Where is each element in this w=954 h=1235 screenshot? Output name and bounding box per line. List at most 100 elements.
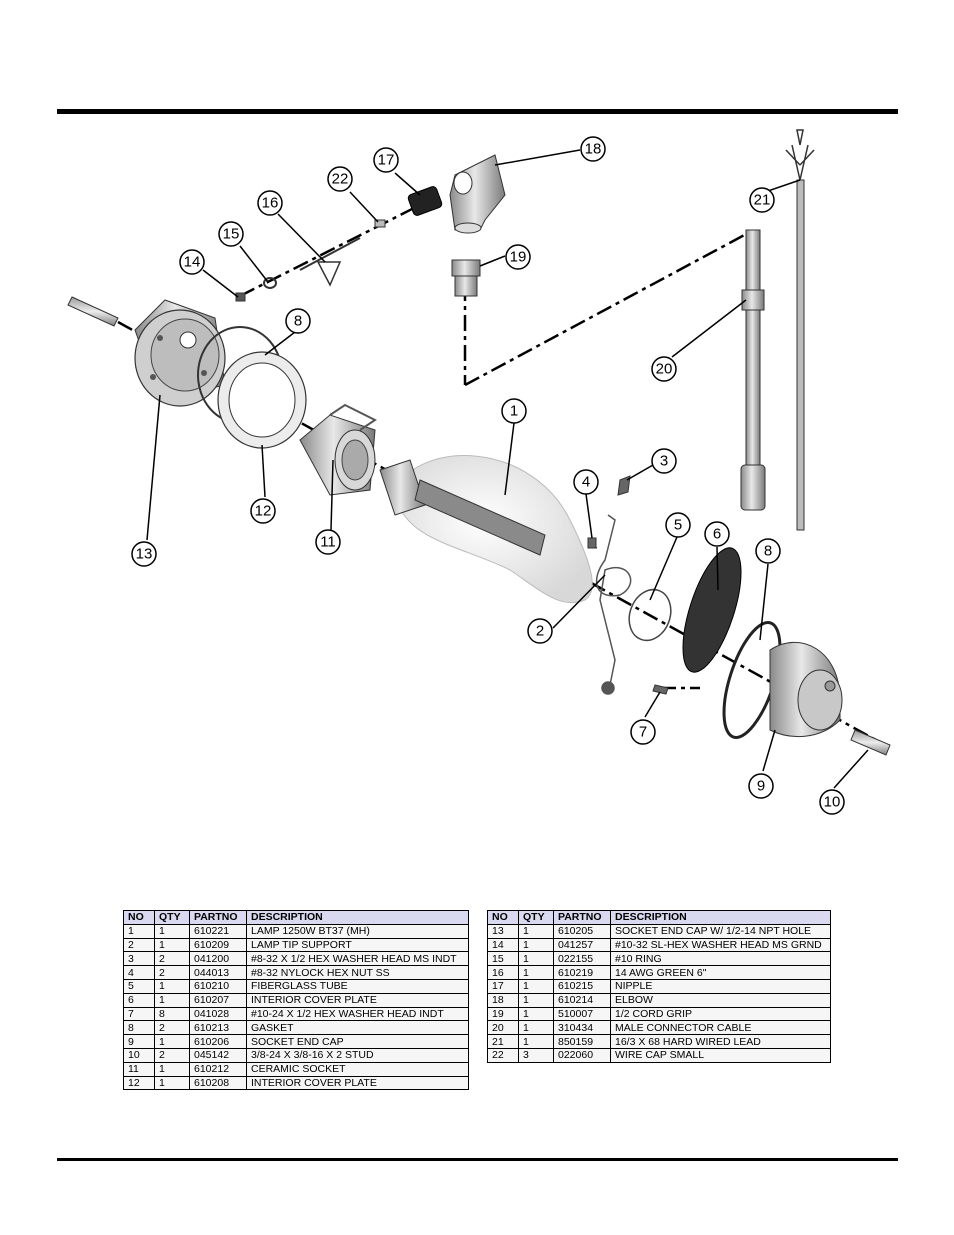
callout-16: 16 (262, 195, 279, 212)
callout-14: 14 (184, 254, 201, 271)
callout-circles (131, 136, 845, 815)
cell-description: 16/3 X 68 HARD WIRED LEAD (610, 1034, 831, 1049)
callout-22: 22 (332, 171, 349, 188)
cell-description: INTERIOR COVER PLATE (246, 1075, 469, 1091)
small-screws (587, 475, 669, 695)
cell-partno: 041028 (189, 1006, 247, 1022)
callout-6: 6 (713, 526, 721, 543)
callout-4: 4 (582, 474, 590, 491)
cell-partno: 045142 (189, 1047, 247, 1063)
cell-no: 1 (123, 923, 155, 939)
cell-qty: 1 (154, 1034, 190, 1049)
cell-qty: 1 (518, 1020, 554, 1036)
exploded-parts-diagram: 1 2 3 4 5 6 7 8 9 10 11 12 13 14 15 16 2… (67, 129, 891, 815)
cell-no: 5 (123, 978, 155, 994)
table-header-row: NO QTY PARTNO DESCRIPTION (487, 910, 831, 925)
callout-1: 1 (510, 403, 518, 420)
col-no: NO (487, 910, 519, 925)
cell-qty: 8 (154, 1006, 190, 1022)
cell-qty: 1 (518, 937, 554, 953)
cell-no: 7 (123, 1006, 155, 1022)
cell-no: 2 (123, 937, 155, 953)
hard-wired-lead (785, 129, 815, 531)
callout-3: 3 (660, 453, 668, 470)
fiberglass-ring (628, 588, 672, 642)
col-partno: PARTNO (189, 910, 247, 925)
col-no: NO (123, 910, 155, 925)
gasket-left (197, 326, 307, 449)
cell-no: 3 (123, 951, 155, 967)
cell-partno: 610205 (553, 923, 611, 939)
cell-partno: 850159 (553, 1034, 611, 1049)
cell-qty: 1 (154, 978, 190, 994)
cell-no: 20 (487, 1020, 519, 1036)
header-rule (57, 109, 898, 114)
cell-description: 3/8-24 X 3/8-16 X 2 STUD (246, 1047, 469, 1063)
leader-lines (146, 149, 869, 789)
lamp-bulb (379, 455, 593, 604)
cell-description: MALE CONNECTOR CABLE (610, 1020, 831, 1036)
cell-partno: 022060 (553, 1047, 611, 1063)
cell-description: SOCKET END CAP (246, 1034, 469, 1049)
cell-no: 18 (487, 992, 519, 1008)
stud-left (67, 296, 119, 327)
cell-qty: 1 (518, 951, 554, 967)
cell-no: 16 (487, 965, 519, 980)
callout-7: 7 (639, 724, 647, 741)
cell-partno: 310434 (553, 1020, 611, 1036)
cell-qty: 2 (154, 951, 190, 967)
cell-description: WIRE CAP SMALL (610, 1047, 831, 1063)
cell-partno: 022155 (553, 951, 611, 967)
callout-11: 11 (320, 534, 336, 551)
footer-rule (57, 1158, 898, 1161)
cell-partno: 044013 (189, 965, 247, 980)
callout-21: 21 (754, 192, 771, 209)
cell-partno: 041257 (553, 937, 611, 953)
cell-description: SOCKET END CAP W/ 1/2-14 NPT HOLE (610, 923, 831, 939)
cell-description: LAMP 1250W BT37 (MH) (246, 923, 469, 939)
cell-no: 22 (487, 1047, 519, 1063)
cell-no: 4 (123, 965, 155, 980)
cell-description: INTERIOR COVER PLATE (246, 992, 469, 1008)
cell-no: 21 (487, 1034, 519, 1049)
cell-description: #8-32 X 1/2 HEX WASHER HEAD MS INDT (246, 951, 469, 967)
col-qty: QTY (518, 910, 554, 925)
cell-description: 1/2 CORD GRIP (610, 1006, 831, 1022)
ceramic-socket (299, 403, 377, 496)
cell-no: 12 (123, 1075, 155, 1091)
cell-partno: 610219 (553, 965, 611, 980)
cell-description: #8-32 NYLOCK HEX NUT SS (246, 965, 469, 980)
cell-partno: 610214 (553, 992, 611, 1008)
cell-qty: 1 (518, 923, 554, 939)
cell-partno: 610207 (189, 992, 247, 1008)
cell-partno: 041200 (189, 951, 247, 967)
cell-qty: 1 (518, 978, 554, 994)
cell-qty: 2 (154, 1020, 190, 1036)
col-qty: QTY (154, 910, 190, 925)
callout-9: 9 (757, 778, 765, 795)
col-partno: PARTNO (553, 910, 611, 925)
cell-no: 6 (123, 992, 155, 1008)
cell-qty: 1 (518, 992, 554, 1008)
socket-end-cap-with-hole (134, 299, 226, 407)
cell-description: #10-24 X 1/2 HEX WASHER HEAD INDT (246, 1006, 469, 1022)
cell-qty: 1 (154, 1061, 190, 1077)
stud-right (850, 729, 891, 756)
callout-13: 13 (136, 546, 153, 563)
cell-partno: 610215 (553, 978, 611, 994)
